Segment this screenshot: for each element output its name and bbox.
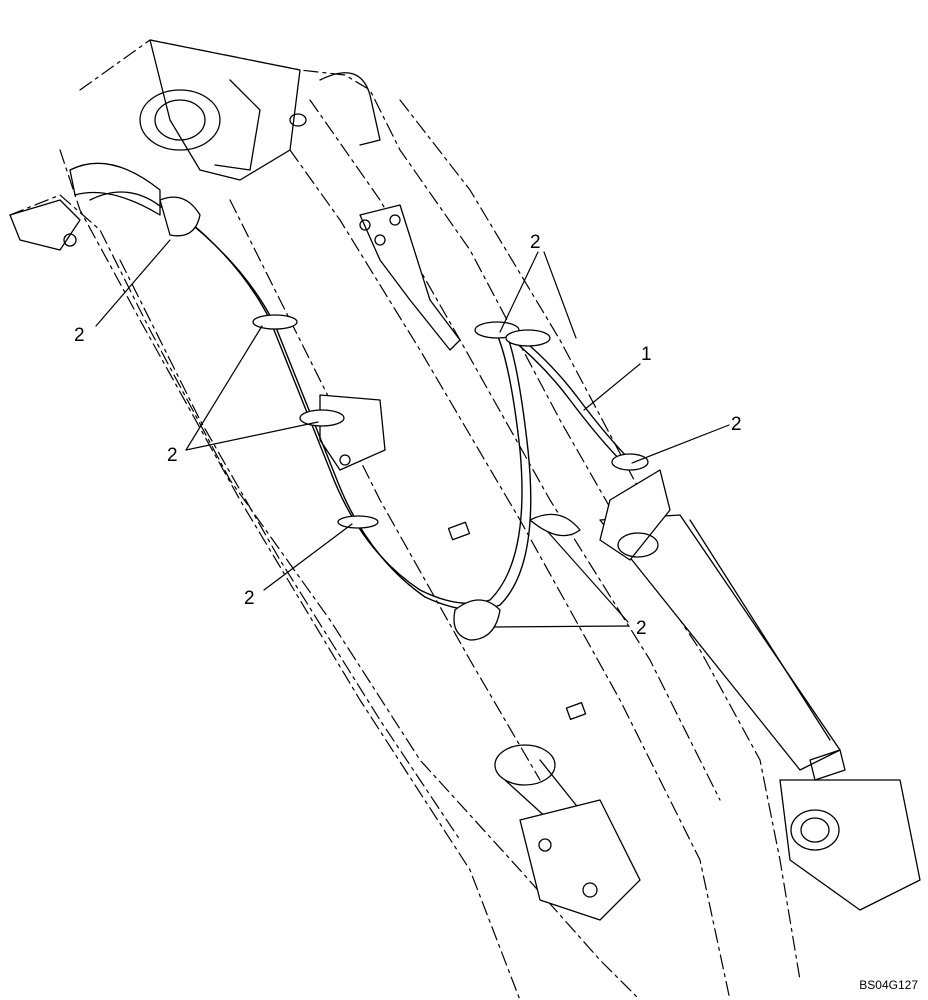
fittings xyxy=(319,204,587,721)
leader-lines xyxy=(95,239,730,628)
callout-label: 2 xyxy=(74,325,85,346)
callout-label: 2 xyxy=(731,414,742,435)
lower-pivot xyxy=(494,744,641,921)
callout-label: 2 xyxy=(244,588,255,609)
clamps xyxy=(159,196,649,641)
drawing-code: BS04G127 xyxy=(859,978,918,992)
upper-mechanism xyxy=(9,39,381,251)
callout-label: 2 xyxy=(167,445,178,466)
callout-label: 2 xyxy=(636,618,647,639)
callout-label: 2 xyxy=(530,232,541,253)
boom-outline xyxy=(9,39,801,1000)
cylinder xyxy=(599,469,921,911)
callout-label: 1 xyxy=(641,344,652,365)
